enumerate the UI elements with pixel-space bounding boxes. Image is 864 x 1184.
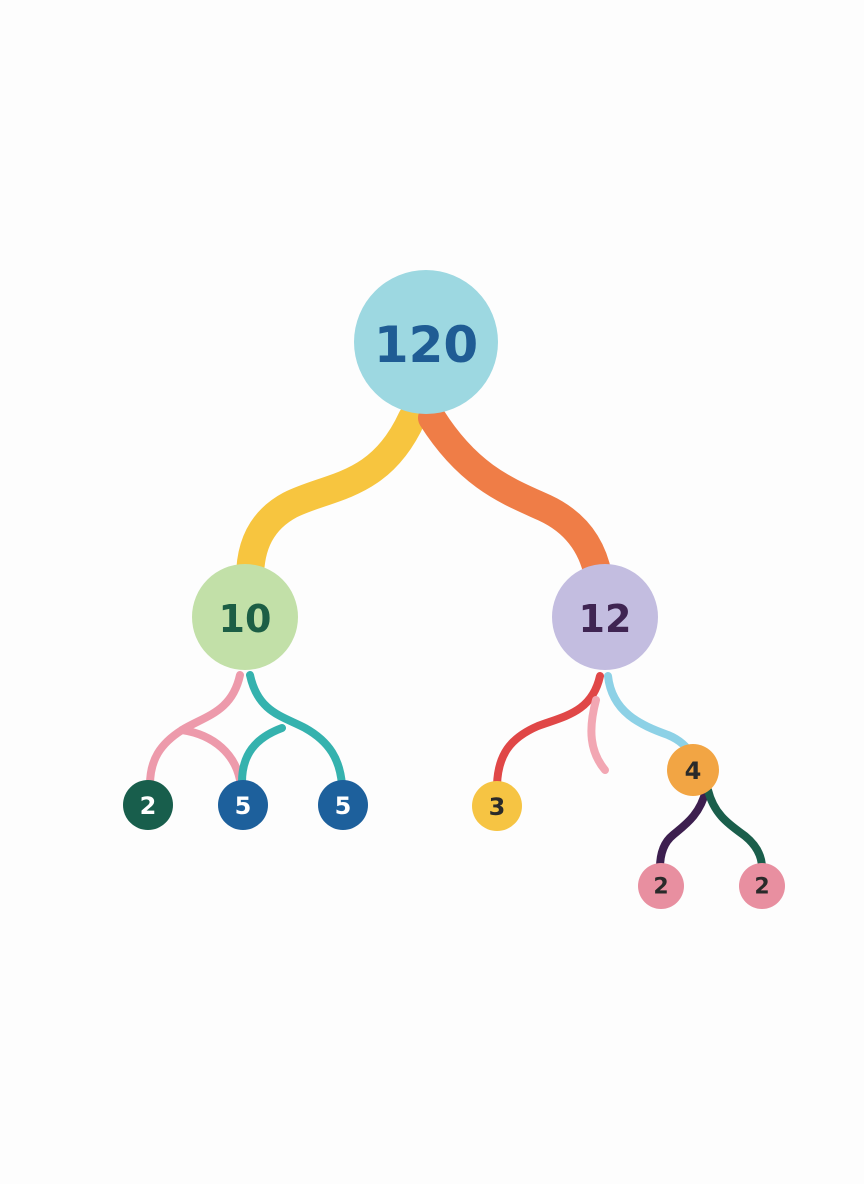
branches (146, 404, 766, 872)
node-leaf-c: 5 (318, 780, 368, 830)
node-leaf-a: 2 (123, 780, 173, 830)
node-root-label: 120 (374, 316, 478, 374)
node-right-circle (552, 564, 658, 670)
node-leaf-a-circle (123, 780, 173, 830)
node-leaf-b-label: 5 (235, 792, 252, 820)
branch-right-node-e (604, 672, 696, 760)
node-root: 120 (354, 270, 498, 414)
node-left-label: 10 (219, 597, 272, 641)
node-inner-e-label: 4 (685, 757, 702, 785)
branch-e-leaf-f (656, 786, 710, 872)
node-root-circle (354, 270, 498, 414)
branch-left-leaf-b-pink (178, 726, 244, 784)
node-leaf-b: 5 (218, 780, 268, 830)
branch-root-right (418, 404, 612, 589)
node-leaf-c-label: 5 (335, 792, 352, 820)
node-right: 12 (552, 564, 658, 670)
node-right-label: 12 (579, 597, 632, 641)
node-inner-e: 4 (667, 744, 719, 796)
branch-right-leaf-d (493, 672, 604, 789)
branch-left-leaf-c (246, 671, 346, 789)
branch-e-leaf-g (704, 786, 766, 872)
node-leaf-c-circle (318, 780, 368, 830)
node-left-circle (192, 564, 298, 670)
branch-right-stub (587, 696, 609, 774)
node-leaf-d-label: 3 (489, 793, 506, 821)
node-leaf-f: 2 (638, 863, 684, 909)
node-leaf-g: 2 (739, 863, 785, 909)
node-leaf-f-circle (638, 863, 684, 909)
node-leaf-d-circle (472, 781, 522, 831)
node-leaf-f-label: 2 (653, 875, 668, 900)
branch-root-left (236, 404, 426, 592)
node-leaf-b-circle (218, 780, 268, 830)
node-leaf-d: 3 (472, 781, 522, 831)
node-left: 10 (192, 564, 298, 670)
node-leaf-g-label: 2 (754, 875, 769, 900)
node-leaf-a-label: 2 (140, 792, 157, 820)
node-leaf-g-circle (739, 863, 785, 909)
node-inner-e-circle (667, 744, 719, 796)
branch-left-leaf-b-teal (238, 724, 286, 786)
